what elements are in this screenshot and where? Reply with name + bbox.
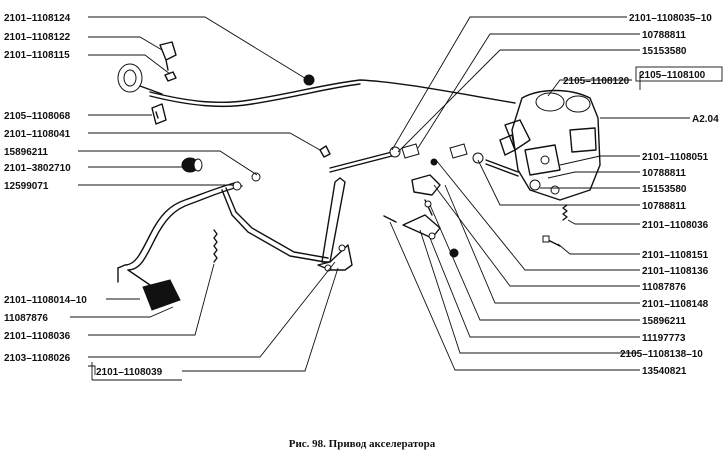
label-2105-1108120: 2105–1108120 xyxy=(563,76,630,87)
assembly-box xyxy=(635,66,723,82)
label-15896211: 15896211 xyxy=(4,147,48,158)
label-10788811-c: 10788811 xyxy=(642,201,686,212)
label-2101-1108036-r: 2101–1108036 xyxy=(642,220,709,231)
label-2101-1108035-10: 2101–1108035–10 xyxy=(629,13,712,24)
parts-drawing xyxy=(117,41,601,311)
label-2101-1108041: 2101–1108041 xyxy=(4,129,71,140)
cable-holder xyxy=(151,103,167,125)
labels-right: 2101–1108035–10 10788811 15153580 2105–1… xyxy=(563,13,719,377)
lever-2101-1108136 xyxy=(411,174,441,196)
labels-left: 2101–1108124 2101–1108122 2101–1108115 2… xyxy=(4,13,163,378)
label-2101-3802710: 2101–3802710 xyxy=(4,163,71,174)
bolt xyxy=(547,239,561,247)
grommet xyxy=(303,74,315,86)
label-10788811-b: 10788811 xyxy=(642,168,686,179)
label-a2-04: A2.04 xyxy=(692,114,719,125)
label-12599071: 12599071 xyxy=(4,181,49,192)
label-2105-1108138-10: 2105–1108138–10 xyxy=(620,349,703,360)
label-2101-1108122: 2101–1108122 xyxy=(4,32,71,43)
label-13540821: 13540821 xyxy=(642,366,687,377)
label-2105-1108100: 2105–1108100 xyxy=(639,70,706,81)
throttle-knob xyxy=(117,63,163,95)
label-15896211-r: 15896211 xyxy=(642,316,686,327)
label-2101-1108115: 2101–1108115 xyxy=(4,50,70,61)
label-2101-1108014-10: 2101–1108014–10 xyxy=(4,295,87,306)
label-2101-1108148: 2101–1108148 xyxy=(642,299,709,310)
pedal-pad xyxy=(142,279,181,311)
pedal-spring xyxy=(213,229,218,263)
clip xyxy=(319,145,331,158)
label-2101-1108136: 2101–1108136 xyxy=(642,266,709,277)
label-11197773: 11197773 xyxy=(642,333,686,344)
label-2101-1108039: 2101–1108039 xyxy=(96,367,163,378)
label-15153580-b: 15153580 xyxy=(642,184,687,195)
leader-lines xyxy=(70,16,690,381)
return-spring xyxy=(562,204,568,221)
lever-2105-1108138 xyxy=(402,199,441,239)
label-2101-1108151: 2101–1108151 xyxy=(642,250,709,261)
label-15153580-a: 15153580 xyxy=(642,46,687,57)
label-2101-1108124: 2101–1108124 xyxy=(4,13,71,24)
label-2101-1108051: 2101–1108051 xyxy=(642,152,709,163)
cable-bracket xyxy=(159,41,177,71)
label-2105-1108068: 2105–1108068 xyxy=(4,111,71,122)
label-2103-1108026: 2103–1108026 xyxy=(4,353,71,364)
accelerator-cable xyxy=(149,79,516,104)
figure-caption: Рис. 98. Привод акселератора xyxy=(289,438,436,450)
intermediate-lever xyxy=(317,177,353,272)
label-10788811-a: 10788811 xyxy=(642,30,686,41)
throttle-rod xyxy=(329,151,393,169)
label-11087876-r: 11087876 xyxy=(642,282,686,293)
carburetor xyxy=(499,89,601,201)
pin xyxy=(383,215,397,223)
pedal-assembly xyxy=(117,157,329,311)
label-2101-1108036: 2101–1108036 xyxy=(4,331,71,342)
label-11087876: 11087876 xyxy=(4,313,48,324)
